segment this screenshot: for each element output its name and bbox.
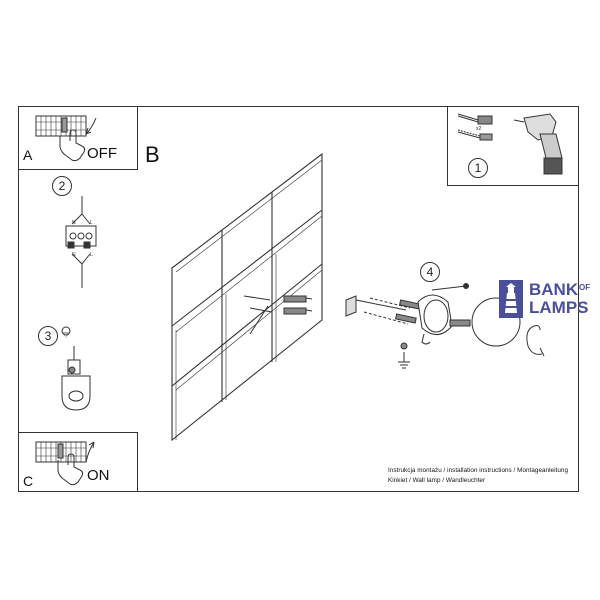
wire-label-l: L [90, 220, 93, 226]
drill-icon [513, 113, 563, 175]
ground-terminal [61, 346, 91, 411]
caption-line-2: Kinkiet / Wall lamp / Wandleuchter [388, 477, 486, 484]
bank-of-lamps-logo: BANK OF LAMPS [498, 279, 600, 319]
mounting-bracket [345, 295, 421, 325]
lighthouse-icon [499, 280, 523, 318]
step-a-action: OFF [87, 145, 117, 162]
step-4-circle: 4 [420, 262, 440, 282]
hand-icon [59, 129, 86, 162]
step-2-circle: 2 [52, 176, 72, 196]
ground-icon [398, 342, 410, 369]
screw-anchor-icon: x2 [457, 113, 493, 141]
wire-label-n-bottom: N [72, 252, 76, 258]
arrow-icon [85, 441, 95, 463]
connector-icon [65, 196, 97, 288]
wire-label-l-bottom: L [90, 252, 93, 258]
caption-line-1: Instrukcja montażu / installation instru… [388, 467, 569, 474]
step-c-action: ON [87, 467, 110, 484]
step-a-letter: A [23, 147, 33, 163]
logo-word-bank: BANK [529, 280, 579, 299]
step-1-top-circle: 1 [468, 158, 488, 178]
instruction-frame [18, 106, 579, 492]
svg-text:x2: x2 [476, 126, 482, 132]
step-b-letter: B [145, 142, 160, 167]
hand-icon [57, 453, 84, 486]
fuse-box-icon [35, 441, 87, 463]
fuse-box-icon [35, 115, 87, 137]
ground-icon [61, 326, 71, 338]
screw-anchor-icon [243, 295, 313, 335]
arrow-icon [85, 117, 97, 135]
step-c-letter: C [23, 473, 34, 489]
logo-word-of: OF [579, 283, 591, 292]
lamp-canopy [417, 283, 471, 345]
step-3-circle: 3 [38, 326, 58, 346]
logo-word-lamps: LAMPS [529, 298, 589, 317]
wire-label-n: N [72, 220, 76, 226]
wall-grid [171, 152, 323, 442]
